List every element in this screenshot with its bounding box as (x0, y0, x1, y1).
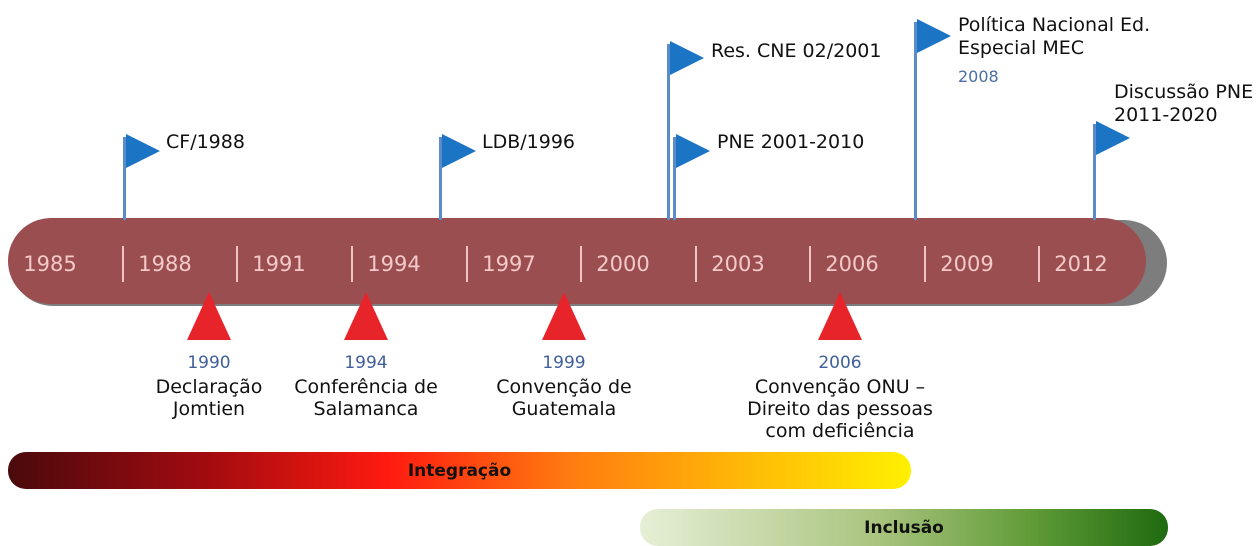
year-label: 2006 (825, 252, 879, 276)
event-label-line: Guatemala (511, 398, 617, 420)
event-year: 1999 (542, 353, 586, 373)
flag-pole (123, 137, 126, 220)
year-separator (236, 246, 238, 282)
flag-icon (126, 134, 160, 168)
flag-pole (667, 44, 670, 220)
flag-label-res-cne: Res. CNE 02/2001 (711, 40, 881, 63)
period-integracao-label: Integração (407, 460, 512, 481)
year-label: 1988 (138, 252, 192, 276)
flag-icon (1096, 121, 1130, 155)
period-integracao-bar: Integração (8, 452, 911, 489)
event-label-line: Declaração (155, 376, 263, 398)
year-label: 2012 (1054, 252, 1108, 276)
year-label: 2009 (940, 252, 994, 276)
event-label-line: Jomtien (172, 398, 246, 420)
event-year: 1994 (344, 353, 388, 373)
flag-label-line: 2011-2020 (1114, 104, 1218, 126)
flag-label-discussao-pne: Discussão PNE 2011-2020 (1114, 81, 1253, 127)
flag-label-line: Res. CNE 02/2001 (711, 40, 882, 62)
flag-icon (676, 134, 710, 168)
year-separator (122, 246, 124, 282)
event-label-line: Salamanca (313, 398, 419, 420)
year-label: 1985 (23, 252, 77, 276)
year-label: 2003 (711, 252, 765, 276)
event-triangle-icon (187, 292, 231, 340)
year-label: 1994 (367, 252, 421, 276)
flag-year: 2008 (958, 67, 999, 86)
flag-label-line: LDB/1996 (482, 131, 576, 153)
period-inclusao-bar: Inclusão (640, 509, 1168, 546)
year-separator (351, 246, 353, 282)
event-label-line: Convenção de (496, 376, 632, 398)
event-label-line: Convenção ONU – (754, 376, 926, 398)
flag-pole (673, 137, 676, 220)
event-label-convencao-onu: Convenção ONU – Direito das pessoas com … (720, 376, 960, 442)
flag-label-pne-2001: PNE 2001-2010 (717, 131, 864, 154)
event-label-guatemala: Convenção de Guatemala (464, 376, 664, 420)
event-triangle-icon (344, 292, 388, 340)
event-triangle-icon (818, 292, 862, 340)
flag-label-cf1988: CF/1988 (166, 131, 245, 154)
event-triangle-icon (542, 292, 586, 340)
event-year: 1990 (187, 353, 231, 373)
year-label: 1991 (252, 252, 306, 276)
event-year: 2006 (818, 353, 862, 373)
event-label-line: Conferência de (294, 376, 438, 398)
year-label: 1997 (482, 252, 536, 276)
flag-label-line: Política Nacional Ed. (958, 14, 1151, 36)
flag-pole (1093, 124, 1096, 220)
event-label-line: Direito das pessoas (747, 398, 933, 420)
flag-label-line: PNE 2001-2010 (717, 131, 865, 153)
year-separator (924, 246, 926, 282)
flag-icon (670, 41, 704, 75)
event-label-line: com deficiência (765, 420, 915, 442)
flag-icon (442, 134, 476, 168)
timeline-bar (8, 218, 1146, 304)
year-separator (466, 246, 468, 282)
year-label: 2000 (596, 252, 650, 276)
flag-pole (439, 137, 442, 220)
flag-label-ldb1996: LDB/1996 (482, 131, 575, 154)
flag-label-line: CF/1988 (166, 131, 245, 153)
year-separator (580, 246, 582, 282)
flag-label-line: Discussão PNE (1114, 81, 1254, 103)
event-label-salamanca: Conferência de Salamanca (256, 376, 476, 420)
period-inclusao-label: Inclusão (864, 517, 944, 538)
flag-pole (914, 22, 917, 220)
flag-label-politica-nacional: Política Nacional Ed. Especial MEC (958, 14, 1150, 60)
year-separator (809, 246, 811, 282)
flag-icon (917, 19, 951, 53)
event-label-jomtien: Declaração Jomtien (109, 376, 309, 420)
year-separator (695, 246, 697, 282)
year-separator (1038, 246, 1040, 282)
flag-label-line: Especial MEC (958, 37, 1085, 59)
